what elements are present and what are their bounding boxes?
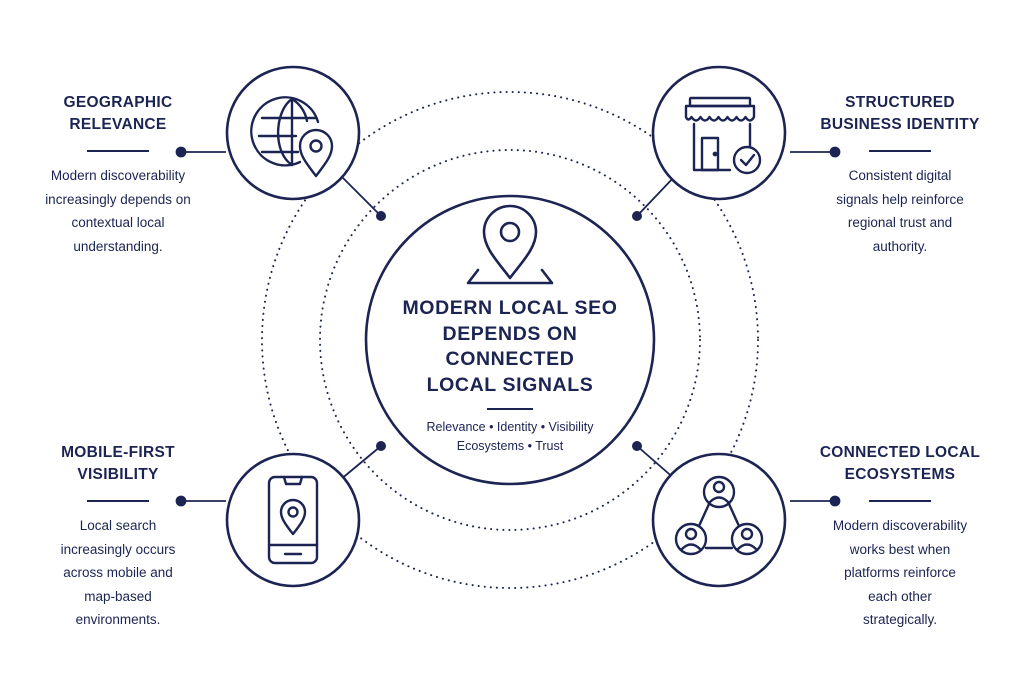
mobile-desc-line-1: Local search bbox=[79, 518, 157, 533]
center-subtitle-line-1: Relevance • Identity • Visibility bbox=[426, 420, 594, 434]
label-connectors bbox=[175, 146, 841, 507]
mobile-divider bbox=[87, 500, 149, 502]
structured-title-line-2: BUSINESS IDENTITY bbox=[820, 116, 980, 133]
inner-dotted-orbit bbox=[319, 149, 701, 531]
node-ecosystems-circle bbox=[651, 452, 787, 588]
geographic-title-line-1: GEOGRAPHIC bbox=[63, 94, 173, 111]
mobile-desc-line-3: across mobile and bbox=[63, 565, 173, 580]
storefront-check-icon bbox=[684, 96, 762, 175]
outer-dotted-orbit bbox=[261, 91, 759, 589]
structured-title-line-1: STRUCTURED bbox=[845, 94, 955, 111]
center-label: MODERN LOCAL SEO DEPENDS ON CONNECTED LO… bbox=[380, 296, 640, 456]
mobile-desc-line-2: increasingly occurs bbox=[60, 541, 176, 557]
ecosystems-desc-line-4: each other bbox=[868, 588, 932, 604]
mobile-title-line-2: VISIBILITY bbox=[77, 466, 159, 483]
mobile-desc-line-5: environments. bbox=[75, 612, 161, 627]
structured-desc-line-4: authority. bbox=[872, 238, 928, 254]
mobile-desc-line-4: map-based bbox=[84, 588, 152, 604]
connected-people-icon bbox=[674, 475, 764, 556]
map-pin-icon bbox=[466, 204, 554, 285]
globe-pin-icon bbox=[250, 96, 334, 178]
geographic-desc-line-4: understanding. bbox=[73, 238, 163, 254]
node-mobile-circle bbox=[225, 452, 361, 588]
center-title-line-2: DEPENDS ON bbox=[442, 322, 578, 345]
connector-dot-mobile bbox=[376, 441, 386, 451]
smartphone-pin-icon bbox=[267, 475, 319, 565]
connector-geo bbox=[339, 174, 382, 217]
geographic-desc-line-2: increasingly depends on bbox=[45, 191, 191, 207]
center-title-line-1: MODERN LOCAL SEO bbox=[402, 297, 618, 319]
ecosystems-divider bbox=[869, 500, 931, 502]
ecosystems-title-line-1: CONNECTED LOCAL bbox=[819, 444, 981, 461]
center-circle bbox=[364, 194, 656, 486]
geographic-relevance-block: GEOGRAPHIC RELEVANCE Modern discoverabil… bbox=[18, 92, 218, 258]
ecosystems-desc-line-2: works best when bbox=[849, 541, 951, 557]
ecosystems-desc-line-1: Modern discoverability bbox=[832, 518, 968, 533]
mobile-first-visibility-block: MOBILE-FIRST VISIBILITY Local search inc… bbox=[18, 442, 218, 632]
ecosystems-desc-line-3: platforms reinforce bbox=[844, 565, 956, 580]
connector-dot-eco bbox=[632, 441, 642, 451]
structured-desc-line-2: signals help reinforce bbox=[836, 191, 964, 207]
structured-desc-line-1: Consistent digital bbox=[848, 168, 952, 183]
connector-mobile bbox=[339, 445, 382, 481]
geographic-title-line-2: RELEVANCE bbox=[69, 116, 167, 133]
connector-struct bbox=[636, 174, 677, 217]
connected-local-ecosystems-block: CONNECTED LOCAL ECOSYSTEMS Modern discov… bbox=[800, 442, 1000, 632]
geographic-divider bbox=[87, 150, 149, 152]
connector-dot-geo bbox=[376, 211, 386, 221]
center-title-line-4: LOCAL SIGNALS bbox=[426, 373, 594, 396]
connector-lines bbox=[339, 174, 677, 481]
geographic-desc-line-3: contextual local bbox=[71, 215, 165, 230]
ecosystems-title-line-2: ECOSYSTEMS bbox=[844, 466, 956, 483]
connector-dots bbox=[376, 211, 642, 451]
structured-desc-line-3: regional trust and bbox=[847, 215, 953, 230]
center-title-line-3: CONNECTED bbox=[445, 348, 575, 370]
connector-eco bbox=[636, 445, 677, 481]
center-divider bbox=[487, 408, 533, 410]
mobile-title-line-1: MOBILE-FIRST bbox=[61, 444, 175, 461]
structured-divider bbox=[869, 150, 931, 152]
node-structured-circle bbox=[651, 65, 787, 201]
structured-business-identity-block: STRUCTURED BUSINESS IDENTITY Consistent … bbox=[800, 92, 1000, 258]
geographic-desc-line-1: Modern discoverability bbox=[50, 168, 186, 183]
connector-dot-struct bbox=[632, 211, 642, 221]
ecosystems-desc-line-5: strategically. bbox=[862, 612, 938, 627]
center-subtitle-line-2: Ecosystems • Trust bbox=[456, 439, 564, 453]
